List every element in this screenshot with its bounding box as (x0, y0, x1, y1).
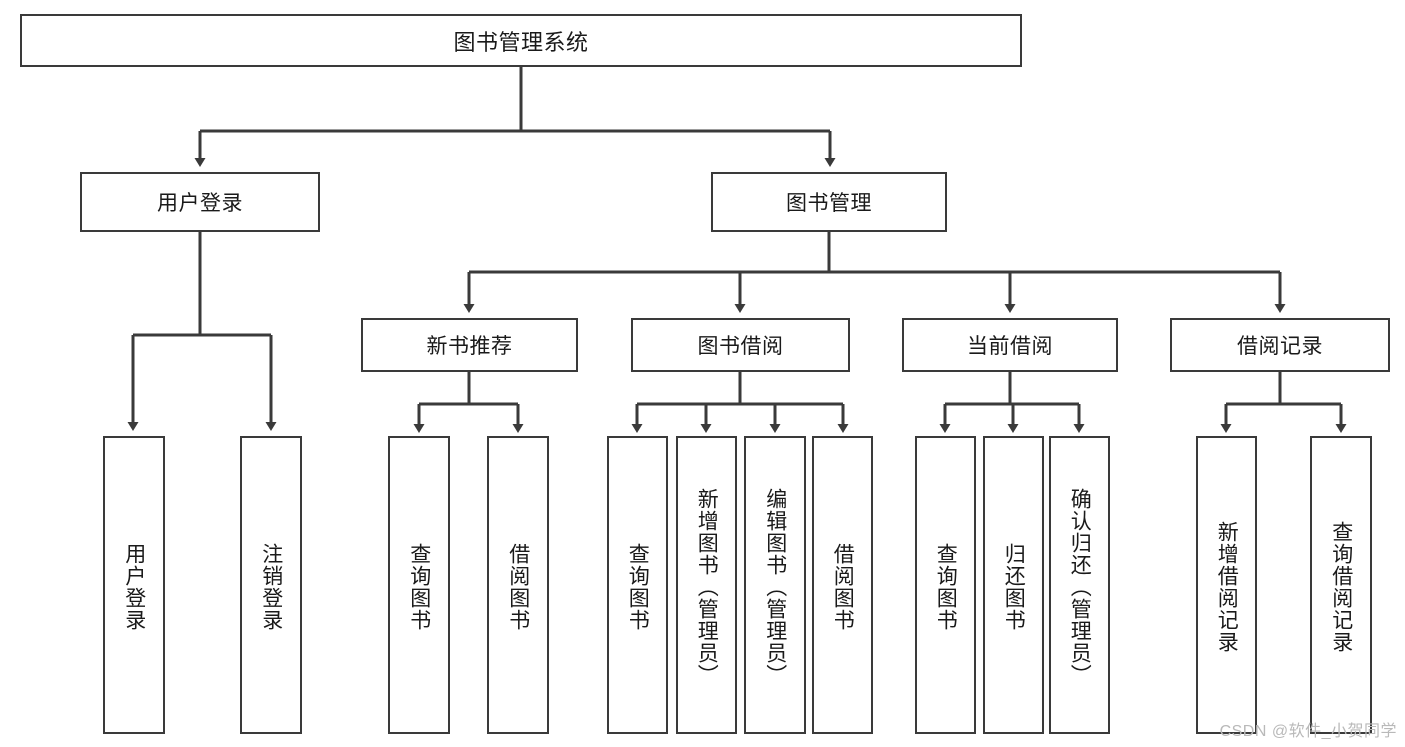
node-label: 归还图书 (1002, 543, 1026, 631)
node-user-login-action[interactable]: 用户登录 (103, 436, 165, 734)
node-label: 新增借阅记录 (1215, 521, 1239, 653)
node-new-book-recommend[interactable]: 新书推荐 (361, 318, 578, 372)
node-label: 用户登录 (122, 543, 146, 631)
node-bb-add-book[interactable]: 新增图书（管理员） (676, 436, 737, 734)
node-label: 编辑图书（管理员） (763, 488, 787, 686)
node-label: 图书管理 (786, 192, 872, 215)
node-label: 查询图书 (934, 543, 958, 631)
node-label: 图书借阅 (697, 335, 784, 358)
node-nbr-borrow-book[interactable]: 借阅图书 (487, 436, 549, 734)
node-book-borrow[interactable]: 图书借阅 (631, 318, 850, 372)
node-book-manage[interactable]: 图书管理 (711, 172, 947, 232)
node-label: 确认归还（管理员） (1068, 488, 1092, 686)
node-label: 用户登录 (157, 192, 243, 215)
node-cb-confirm-return[interactable]: 确认归还（管理员） (1049, 436, 1110, 734)
node-user-login[interactable]: 用户登录 (80, 172, 320, 232)
node-label: 借阅图书 (506, 543, 530, 631)
node-bb-borrow-book[interactable]: 借阅图书 (812, 436, 873, 734)
node-label: 新增图书（管理员） (695, 488, 719, 686)
node-current-borrow[interactable]: 当前借阅 (902, 318, 1118, 372)
node-label: 借阅图书 (831, 543, 855, 631)
node-cb-return-book[interactable]: 归还图书 (983, 436, 1044, 734)
node-br-add-record[interactable]: 新增借阅记录 (1196, 436, 1257, 734)
node-nbr-query-book[interactable]: 查询图书 (388, 436, 450, 734)
node-cb-query-book[interactable]: 查询图书 (915, 436, 976, 734)
node-bb-query-book[interactable]: 查询图书 (607, 436, 668, 734)
node-label: 当前借阅 (967, 335, 1053, 358)
node-label: 借阅记录 (1237, 335, 1323, 358)
node-bb-edit-book[interactable]: 编辑图书（管理员） (744, 436, 806, 734)
node-br-query-record[interactable]: 查询借阅记录 (1310, 436, 1372, 734)
node-label: 图书管理系统 (453, 29, 589, 55)
node-label: 注销登录 (259, 543, 283, 631)
node-label: 新书推荐 (426, 335, 513, 358)
node-user-logout-action[interactable]: 注销登录 (240, 436, 302, 734)
node-borrow-record[interactable]: 借阅记录 (1170, 318, 1390, 372)
node-label: 查询图书 (626, 543, 650, 631)
node-label: 查询借阅记录 (1329, 521, 1353, 653)
node-label: 查询图书 (407, 543, 431, 631)
node-root-system[interactable]: 图书管理系统 (20, 14, 1022, 67)
watermark-text: CSDN @软件_小贺同学 (1219, 723, 1397, 740)
